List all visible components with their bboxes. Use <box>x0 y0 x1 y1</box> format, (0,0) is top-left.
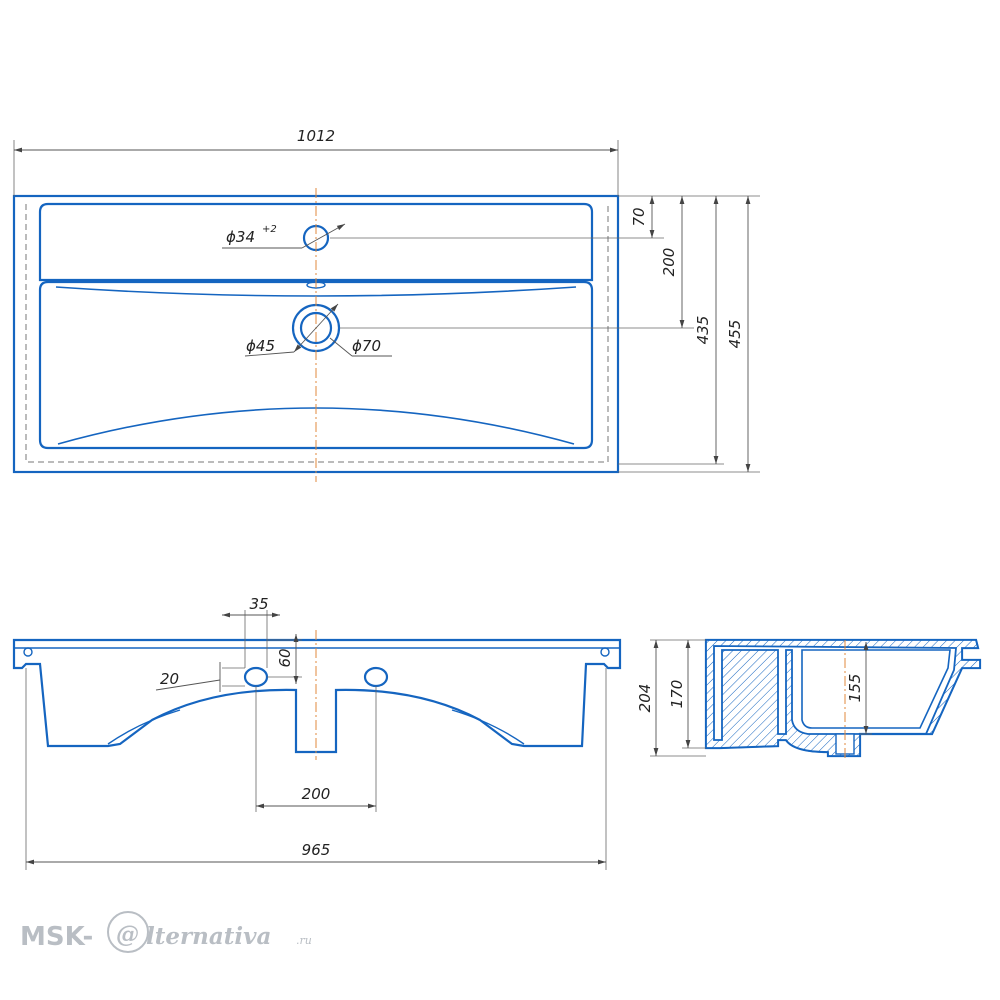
side-hatched-wall <box>705 639 981 757</box>
watermark-domain: .ru <box>296 934 312 947</box>
top-bowl-outline <box>38 280 594 450</box>
top-view: 1012 ϕ34 +2 ϕ45 ϕ70 70 200 435 455 <box>12 127 760 482</box>
dim-top-width: 1012 <box>297 127 335 145</box>
dim-front-60: 60 <box>276 648 294 667</box>
dim-front-35: 35 <box>249 595 268 613</box>
watermark-brand-at: @ <box>116 921 139 948</box>
dim-faucet-hole: ϕ34 <box>226 228 255 246</box>
dim-depth-455: 455 <box>726 320 744 349</box>
top-bowl-back-curve <box>55 286 577 297</box>
dim-side-204: 204 <box>636 684 654 713</box>
dim-side-155: 155 <box>846 674 864 703</box>
watermark-logo: MSK- @ lternativa .ru <box>20 911 312 953</box>
watermark-brand-left: MSK- <box>20 922 93 952</box>
top-deck-area <box>38 202 594 282</box>
dim-drain-outer: ϕ70 <box>352 337 381 355</box>
dim-drain-offset-200: 200 <box>660 248 678 277</box>
front-left-mount-hole <box>23 647 33 657</box>
front-outline <box>12 638 622 754</box>
dim-drain-inner: ϕ45 <box>246 337 275 355</box>
dim-faucet-tolerance: +2 <box>262 224 277 235</box>
front-right-mount-hole <box>600 647 610 657</box>
top-hidden-rim <box>25 204 609 463</box>
dim-depth-435: 435 <box>694 316 712 345</box>
dim-hole-offset-70: 70 <box>630 207 648 226</box>
front-left-bolt-hole <box>243 666 269 688</box>
front-view: 35 60 20 200 965 <box>12 595 622 870</box>
dim-front-width: 965 <box>302 841 331 859</box>
dim-front-20: 20 <box>160 670 179 688</box>
dim-side-170: 170 <box>668 680 686 709</box>
watermark-brand-right: lternativa <box>146 923 271 950</box>
side-section-view: 204 170 155 <box>636 638 982 760</box>
side-bowl-cavity <box>801 649 951 729</box>
dim-mount-spacing: 200 <box>302 785 331 803</box>
front-right-bolt-hole <box>363 666 389 688</box>
